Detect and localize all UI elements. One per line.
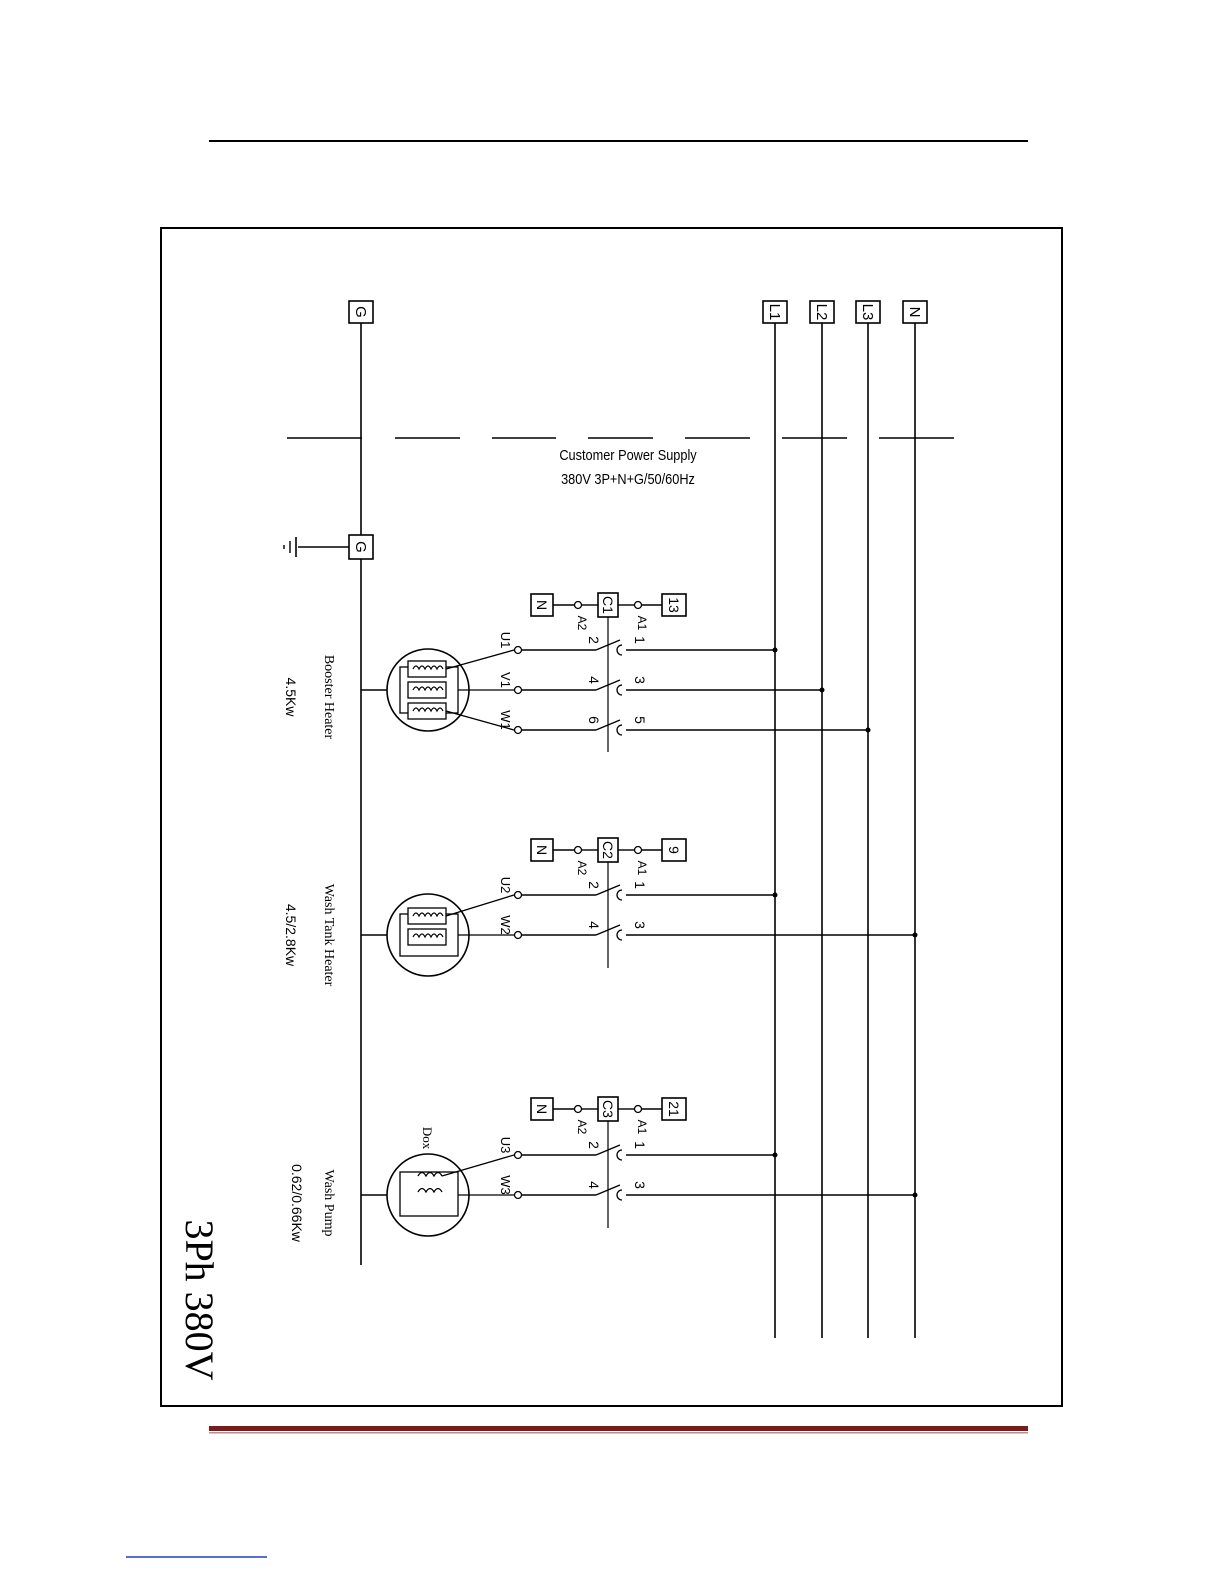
circuit-wash-pump: N C3 21 A2 A1 2 4 1 3 U3 W3 [289,1097,918,1243]
term-u1: U1 [498,632,513,649]
contact-out-1-1: 2 [586,636,602,644]
contact-out-1-2: 4 [586,676,602,684]
contact-in-3-2: 3 [632,1181,648,1189]
term-u3: U3 [498,1137,513,1154]
terminal-n-label: N [906,307,923,318]
ground-terminal: G [284,535,373,559]
wash-pump-motor-icon [387,1154,469,1236]
a2-label-3: A2 [575,1120,589,1135]
terminal-l1-label: L1 [766,304,783,321]
terminal-l3-label: L3 [859,304,876,321]
contact-out-2-2: 4 [586,921,602,929]
terminal-l2: L2 [810,301,834,323]
terminal-l3: L3 [856,301,880,323]
term-w3: W3 [498,1175,513,1195]
footer-rule [209,1426,1028,1434]
a1-label-3: A1 [635,1120,649,1135]
contact-out-1-3: 6 [586,716,602,724]
wash-tank-heater-name: Wash Tank Heater [321,884,336,987]
terminal-g-ground-label: G [352,541,369,553]
terminal-g-top: G [349,301,373,323]
term-v1: V1 [498,672,513,688]
contact-out-2-1: 2 [586,881,602,889]
circuit-booster-heater: N C1 13 A2 A1 [283,593,871,752]
terminal-n: N [903,301,927,323]
contactor-c1-label: C1 [600,596,616,614]
contactor-c3-label: C3 [600,1100,616,1118]
coil-supply-label-2: 9 [666,846,682,854]
contact-in-3-1: 1 [632,1141,648,1149]
booster-heater-power: 4.5Kw [283,678,299,718]
contact-in-2-1: 1 [632,881,648,889]
coil-n-label-3: N [534,1104,550,1114]
terminal-g-top-label: G [352,306,369,318]
supply-label-line2: 380V 3P+N+G/50/60Hz [561,470,695,487]
contact-in-1-3: 5 [632,716,648,724]
contact-in-2-2: 3 [632,921,648,929]
a2-label-2: A2 [575,861,589,876]
a2-label-1: A2 [575,616,589,631]
supply-label-line1: Customer Power Supply [559,446,696,463]
term-u2: U2 [498,877,513,894]
terminal-l2-label: L2 [813,304,830,321]
diagram-title: 3Ph 380V [177,1219,222,1380]
a1-label-2: A1 [635,861,649,876]
coil-n-label-2: N [534,845,550,855]
contact-in-1-1: 1 [632,636,648,644]
coil-n-label-1: N [534,600,550,610]
wash-pump-power: 0.62/0.66Kw [289,1164,305,1243]
contactor-c2-label: C2 [600,841,616,859]
booster-heater-name: Booster Heater [321,655,336,740]
contact-out-3-1: 2 [586,1141,602,1149]
wash-pump-motor-label: Dox [420,1127,435,1150]
coil-supply-label-1: 13 [666,597,682,613]
a1-label-1: A1 [635,616,649,631]
coil-supply-label-3: 21 [666,1101,682,1117]
contact-in-1-2: 3 [632,676,648,684]
contact-out-3-2: 4 [586,1181,602,1189]
wash-tank-heater-power: 4.5/2.8Kw [283,904,299,967]
term-w2: W2 [498,915,513,935]
terminal-l1: L1 [763,301,787,323]
wash-pump-name: Wash Pump [321,1170,336,1237]
